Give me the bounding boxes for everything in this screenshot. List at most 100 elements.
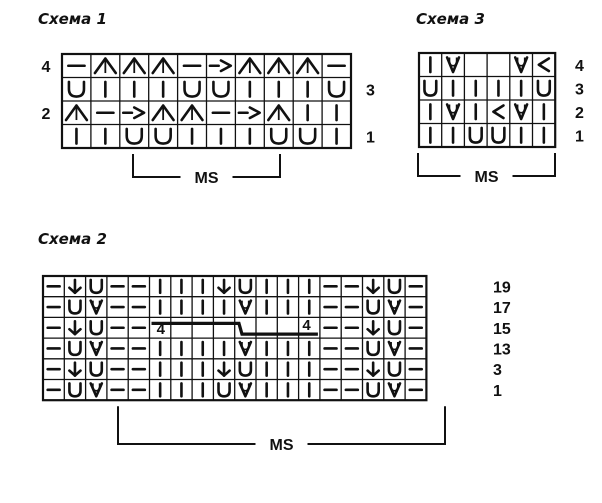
stitch-cell (269, 127, 288, 145)
yarn-over-u-icon (217, 382, 231, 398)
right-chevron-icon (248, 106, 261, 120)
stitch-cell (387, 361, 402, 377)
v-increase-inner-icon (241, 342, 250, 351)
row-number-right: 17 (493, 300, 511, 317)
decrease-caret-icon (93, 57, 118, 75)
decrease-caret-icon (151, 104, 175, 122)
yarn-over-u-icon (67, 80, 86, 98)
stitch-cell (238, 299, 253, 315)
stitch-cell (89, 382, 104, 398)
yarn-over-u-icon (89, 320, 104, 336)
yarn-over-u-icon (238, 278, 253, 295)
row-number-right: 1 (575, 128, 584, 145)
stitch-cell (68, 340, 82, 357)
repeat-bracket-right (512, 153, 556, 177)
stitch-cell (68, 299, 82, 315)
repeat-label: MS (475, 169, 499, 186)
v-increase-inner-icon (448, 104, 458, 114)
stitch-cell (366, 320, 380, 336)
repeat-bracket-right (232, 154, 281, 178)
left-chevron-icon (537, 57, 551, 73)
stitch-cell (238, 361, 253, 377)
yarn-over-u-icon (387, 361, 402, 377)
yarn-over-u-icon (491, 126, 506, 144)
stitch-cell (267, 57, 291, 75)
right-chevron-icon (219, 59, 233, 73)
stitch-cell (513, 56, 529, 74)
inner-marker-right: 4 (302, 317, 311, 334)
stitch-cell (238, 340, 253, 357)
repeat-bracket-right (307, 406, 446, 445)
stitch-cell (387, 320, 402, 336)
yarn-over-u-icon (183, 80, 201, 98)
stitch-cell (180, 104, 204, 122)
repeat-bracket-left (417, 153, 461, 177)
stitch-cell (208, 59, 233, 73)
v-increase-inner-icon (516, 104, 526, 114)
decrease-caret-icon (151, 57, 175, 75)
stitch-cell (387, 340, 402, 357)
stitch-cell (298, 127, 317, 145)
stitch-cell (445, 103, 461, 121)
stitch-cell (238, 278, 253, 295)
yarn-over-u-icon (89, 361, 104, 377)
row-number-right: 15 (493, 321, 511, 338)
stitch-cell (492, 104, 505, 120)
stitch-cell (217, 382, 231, 398)
yarn-over-u-icon (89, 278, 104, 295)
stitch-cell (237, 106, 261, 120)
decrease-caret-icon (267, 57, 291, 75)
repeat-bracket-left (132, 154, 181, 178)
stitch-cell (89, 361, 104, 377)
right-chevron-icon (132, 106, 146, 120)
row-number-right: 13 (493, 341, 511, 358)
yarn-over-u-icon (68, 299, 82, 315)
decrease-caret-icon (64, 104, 89, 122)
stitch-cell (387, 299, 402, 315)
scheme-title: Схема 1 (38, 10, 107, 28)
left-chevron-icon (492, 104, 505, 120)
yarn-over-u-icon (68, 340, 82, 357)
stitch-cell (445, 56, 461, 74)
stitch-cell (536, 79, 552, 97)
repeat-label: MS (270, 437, 294, 454)
scheme-title: Схема 3 (416, 10, 485, 28)
stitch-cell (122, 57, 146, 75)
yarn-over-u-icon (366, 382, 380, 398)
stitch-cell (121, 106, 146, 120)
row-number-right: 3 (366, 82, 375, 99)
yarn-over-u-icon (68, 382, 82, 398)
stitch-cell (238, 382, 253, 398)
yarn-over-u-icon (212, 80, 230, 98)
yarn-over-u-icon (238, 361, 253, 377)
down-arrow-head-icon (68, 369, 82, 377)
down-arrow-head-icon (68, 327, 82, 336)
down-arrow-head-icon (217, 286, 231, 295)
stitch-cell (68, 320, 82, 336)
stitch-cell (183, 80, 201, 98)
row-number-right: 1 (366, 129, 375, 146)
stitch-cell (151, 57, 175, 75)
stitch-cell (125, 127, 144, 145)
yarn-over-u-icon (327, 80, 346, 98)
down-arrow-head-icon (217, 369, 231, 377)
yarn-over-u-icon (269, 127, 288, 145)
row-number-right: 4 (575, 58, 584, 75)
stitch-cell (64, 104, 89, 122)
stitch-cell (513, 103, 529, 121)
decrease-caret-icon (180, 104, 204, 122)
v-increase-inner-icon (516, 57, 526, 67)
stitch-cell (67, 80, 86, 98)
stitch-cell (89, 299, 104, 315)
stitch-cell (89, 340, 104, 357)
stitch-cell (366, 299, 380, 315)
stitch-cell (68, 361, 82, 377)
stitch-cell (387, 382, 402, 398)
stitch-cell (267, 104, 291, 122)
stitch-cell (366, 278, 380, 295)
yarn-over-u-icon (536, 79, 552, 97)
row-number-right: 1 (493, 383, 502, 400)
